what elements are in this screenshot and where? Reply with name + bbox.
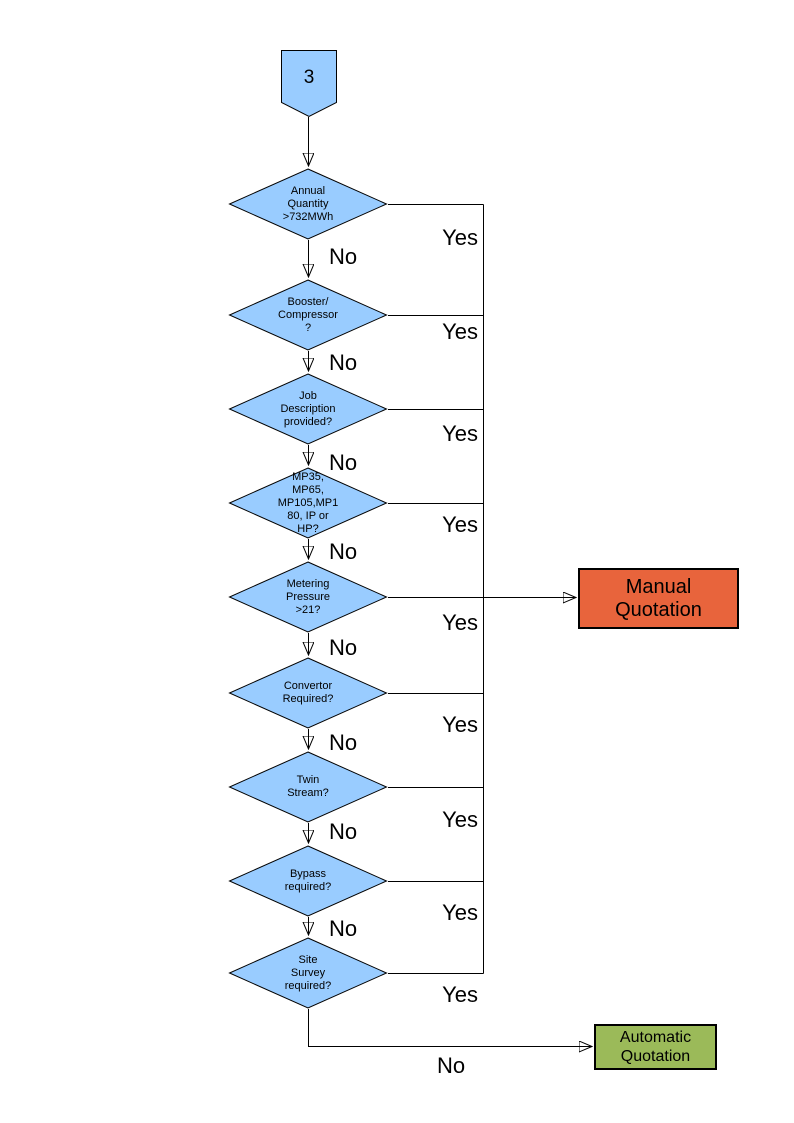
diamond-shape — [228, 373, 388, 445]
yes-label-7: Yes — [442, 807, 478, 832]
no-label-3: No — [329, 450, 358, 475]
decision-label: Bypass required? — [284, 868, 332, 893]
manual-quotation-box: Manual Quotation — [578, 568, 739, 629]
diamond-shape — [228, 937, 388, 1009]
decision-site-survey: Site Survey required? — [228, 937, 388, 1009]
decision-label: Twin Stream? — [287, 774, 329, 799]
offpage-connector-shape — [281, 50, 337, 118]
decision-pressure-tier: MP35, MP65, MP105,MP1 80, IP or HP? — [228, 467, 388, 539]
yes-label-4: Yes — [442, 512, 478, 537]
arrow-to-automatic-quotation — [308, 1009, 593, 1047]
diamond-shape — [228, 467, 388, 539]
diamond-shape — [228, 751, 388, 823]
diamond-shape — [228, 279, 388, 351]
diamond-shape — [228, 168, 388, 240]
yes-label-2: Yes — [442, 319, 478, 344]
yes-label-8: Yes — [442, 900, 478, 925]
yes-label-9: Yes — [442, 982, 478, 1007]
yes-label-1: Yes — [442, 225, 478, 250]
no-label-final: No — [437, 1053, 466, 1078]
no-label-4: No — [329, 539, 358, 564]
decision-booster-compressor: Booster/ Compressor ? — [228, 279, 388, 351]
no-label-2: No — [329, 350, 358, 375]
decision-annual-quantity: Annual Quantity >732MWh — [228, 168, 388, 240]
yes-label-6: Yes — [442, 712, 478, 737]
decision-job-description: Job Description provided? — [228, 373, 388, 445]
decision-label: Metering Pressure >21? — [285, 577, 331, 616]
diamond-shape — [228, 561, 388, 633]
no-label-5: No — [329, 635, 358, 660]
decision-metering-pressure: Metering Pressure >21? — [228, 561, 388, 633]
yes-branch-lines — [388, 204, 484, 974]
offpage-connector-3: 3 — [281, 50, 337, 118]
no-label-1: No — [329, 244, 358, 269]
automatic-quotation-label: Automatic Quotation — [619, 1029, 692, 1065]
yes-label-5: Yes — [442, 610, 478, 635]
automatic-quotation-box: Automatic Quotation — [594, 1024, 717, 1070]
decision-label: Job Description provided? — [280, 389, 336, 428]
decision-label: Site Survey required? — [284, 953, 332, 992]
decision-label: Convertor Required? — [282, 680, 334, 705]
decision-convertor-required: Convertor Required? — [228, 657, 388, 729]
offpage-connector-label: 3 — [303, 66, 315, 88]
decision-twin-stream: Twin Stream? — [228, 751, 388, 823]
decision-label: Booster/ Compressor ? — [278, 295, 338, 334]
no-label-7: No — [329, 819, 358, 844]
diamond-shape — [228, 845, 388, 917]
decision-label: MP35, MP65, MP105,MP1 80, IP or HP? — [277, 470, 339, 535]
diamond-shape — [228, 657, 388, 729]
no-label-8: No — [329, 916, 358, 941]
decision-bypass-required: Bypass required? — [228, 845, 388, 917]
manual-quotation-label: Manual Quotation — [615, 575, 702, 621]
decision-label: Annual Quantity >732MWh — [282, 184, 334, 223]
no-label-6: No — [329, 730, 358, 755]
yes-label-3: Yes — [442, 421, 478, 446]
